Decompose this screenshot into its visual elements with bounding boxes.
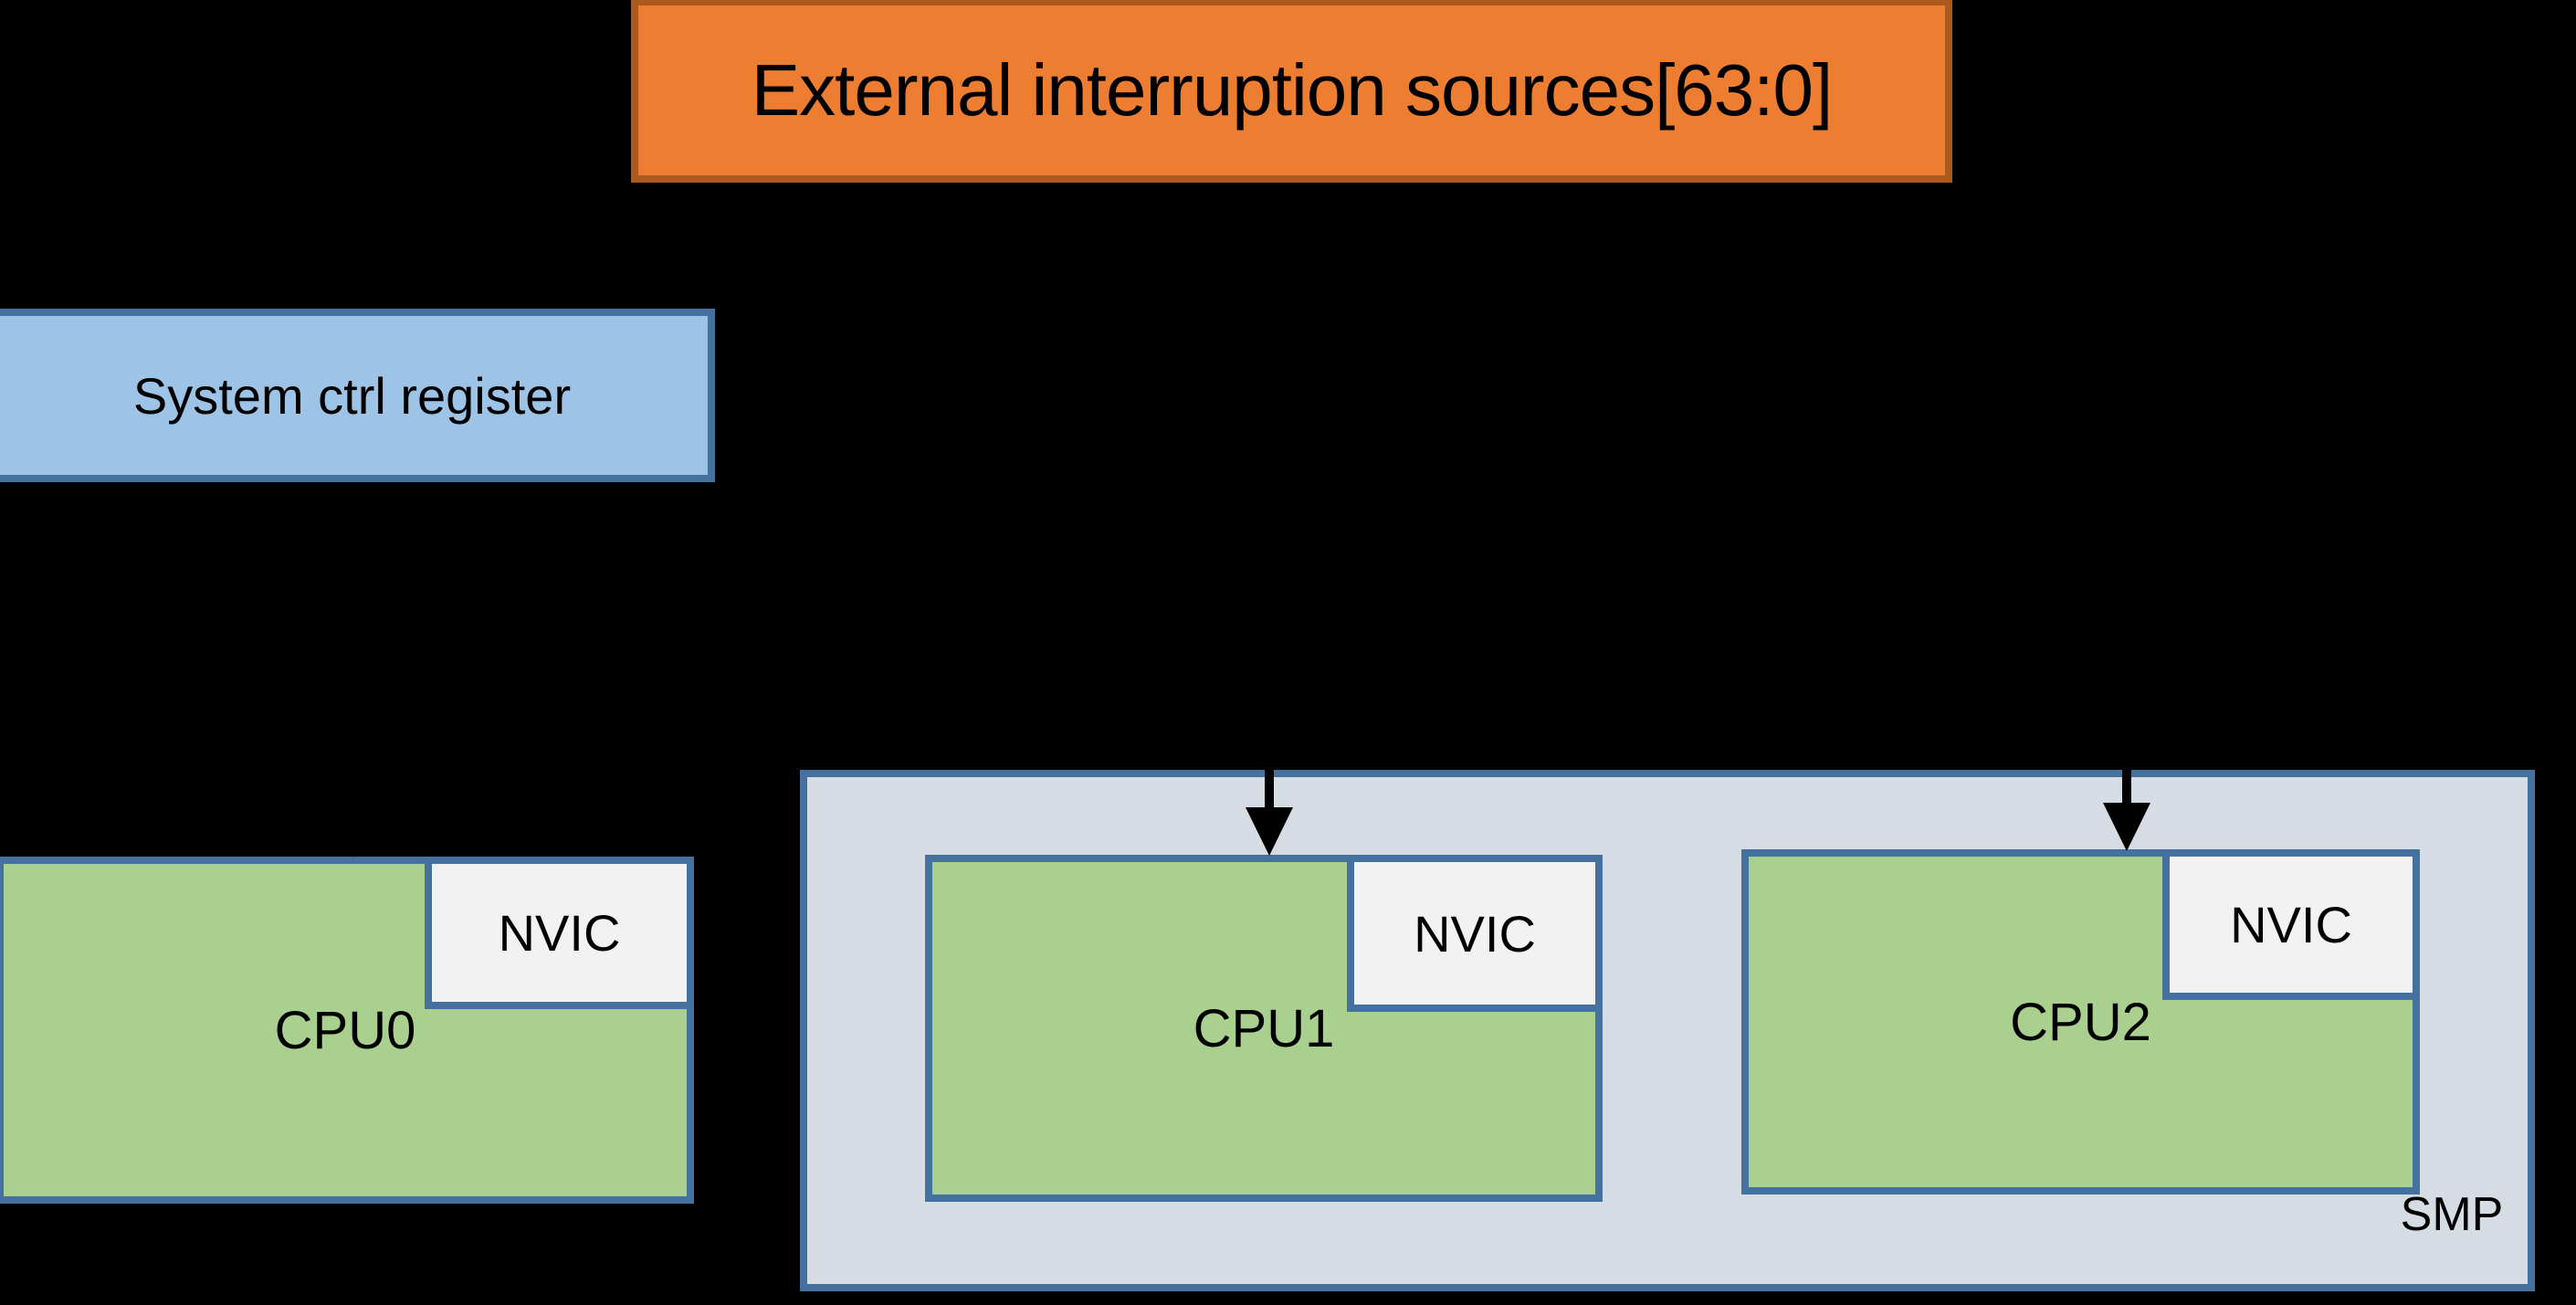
cpu2-nvic-label: NVIC <box>2230 896 2352 953</box>
external-interruption-sources-label: External interruption sources[63:0] <box>751 49 1833 131</box>
cpu0-nvic-box: NVIC <box>425 857 694 1009</box>
cpu1-nvic-box: NVIC <box>1347 855 1603 1012</box>
cpu0-interrupt-arrow-head <box>330 809 377 858</box>
cpu0-nvic-label: NVIC <box>498 904 621 962</box>
smp-label: SMP <box>2400 1188 2504 1241</box>
cpu2-interrupt-arrow-shaft <box>2122 712 2131 806</box>
external-interruption-sources-box: External interruption sources[63:0] <box>631 0 1952 183</box>
system-ctrl-register-label: System ctrl register <box>132 366 572 425</box>
cpu1-interrupt-arrow-head <box>1246 807 1293 856</box>
system-ctrl-register-box: System ctrl register <box>0 309 715 482</box>
cpu2-label: CPU2 <box>2010 992 2151 1052</box>
cpu1-interrupt-arrow-shaft <box>1265 712 1274 811</box>
cpu0-label: CPU0 <box>274 1000 416 1060</box>
cpu0-interrupt-arrow-shaft <box>349 721 358 813</box>
cpu1-label: CPU1 <box>1193 998 1335 1058</box>
cpu1-nvic-label: NVIC <box>1414 904 1536 963</box>
cpu2-interrupt-arrow-head <box>2103 803 2150 851</box>
cpu2-nvic-box: NVIC <box>2162 849 2420 1000</box>
